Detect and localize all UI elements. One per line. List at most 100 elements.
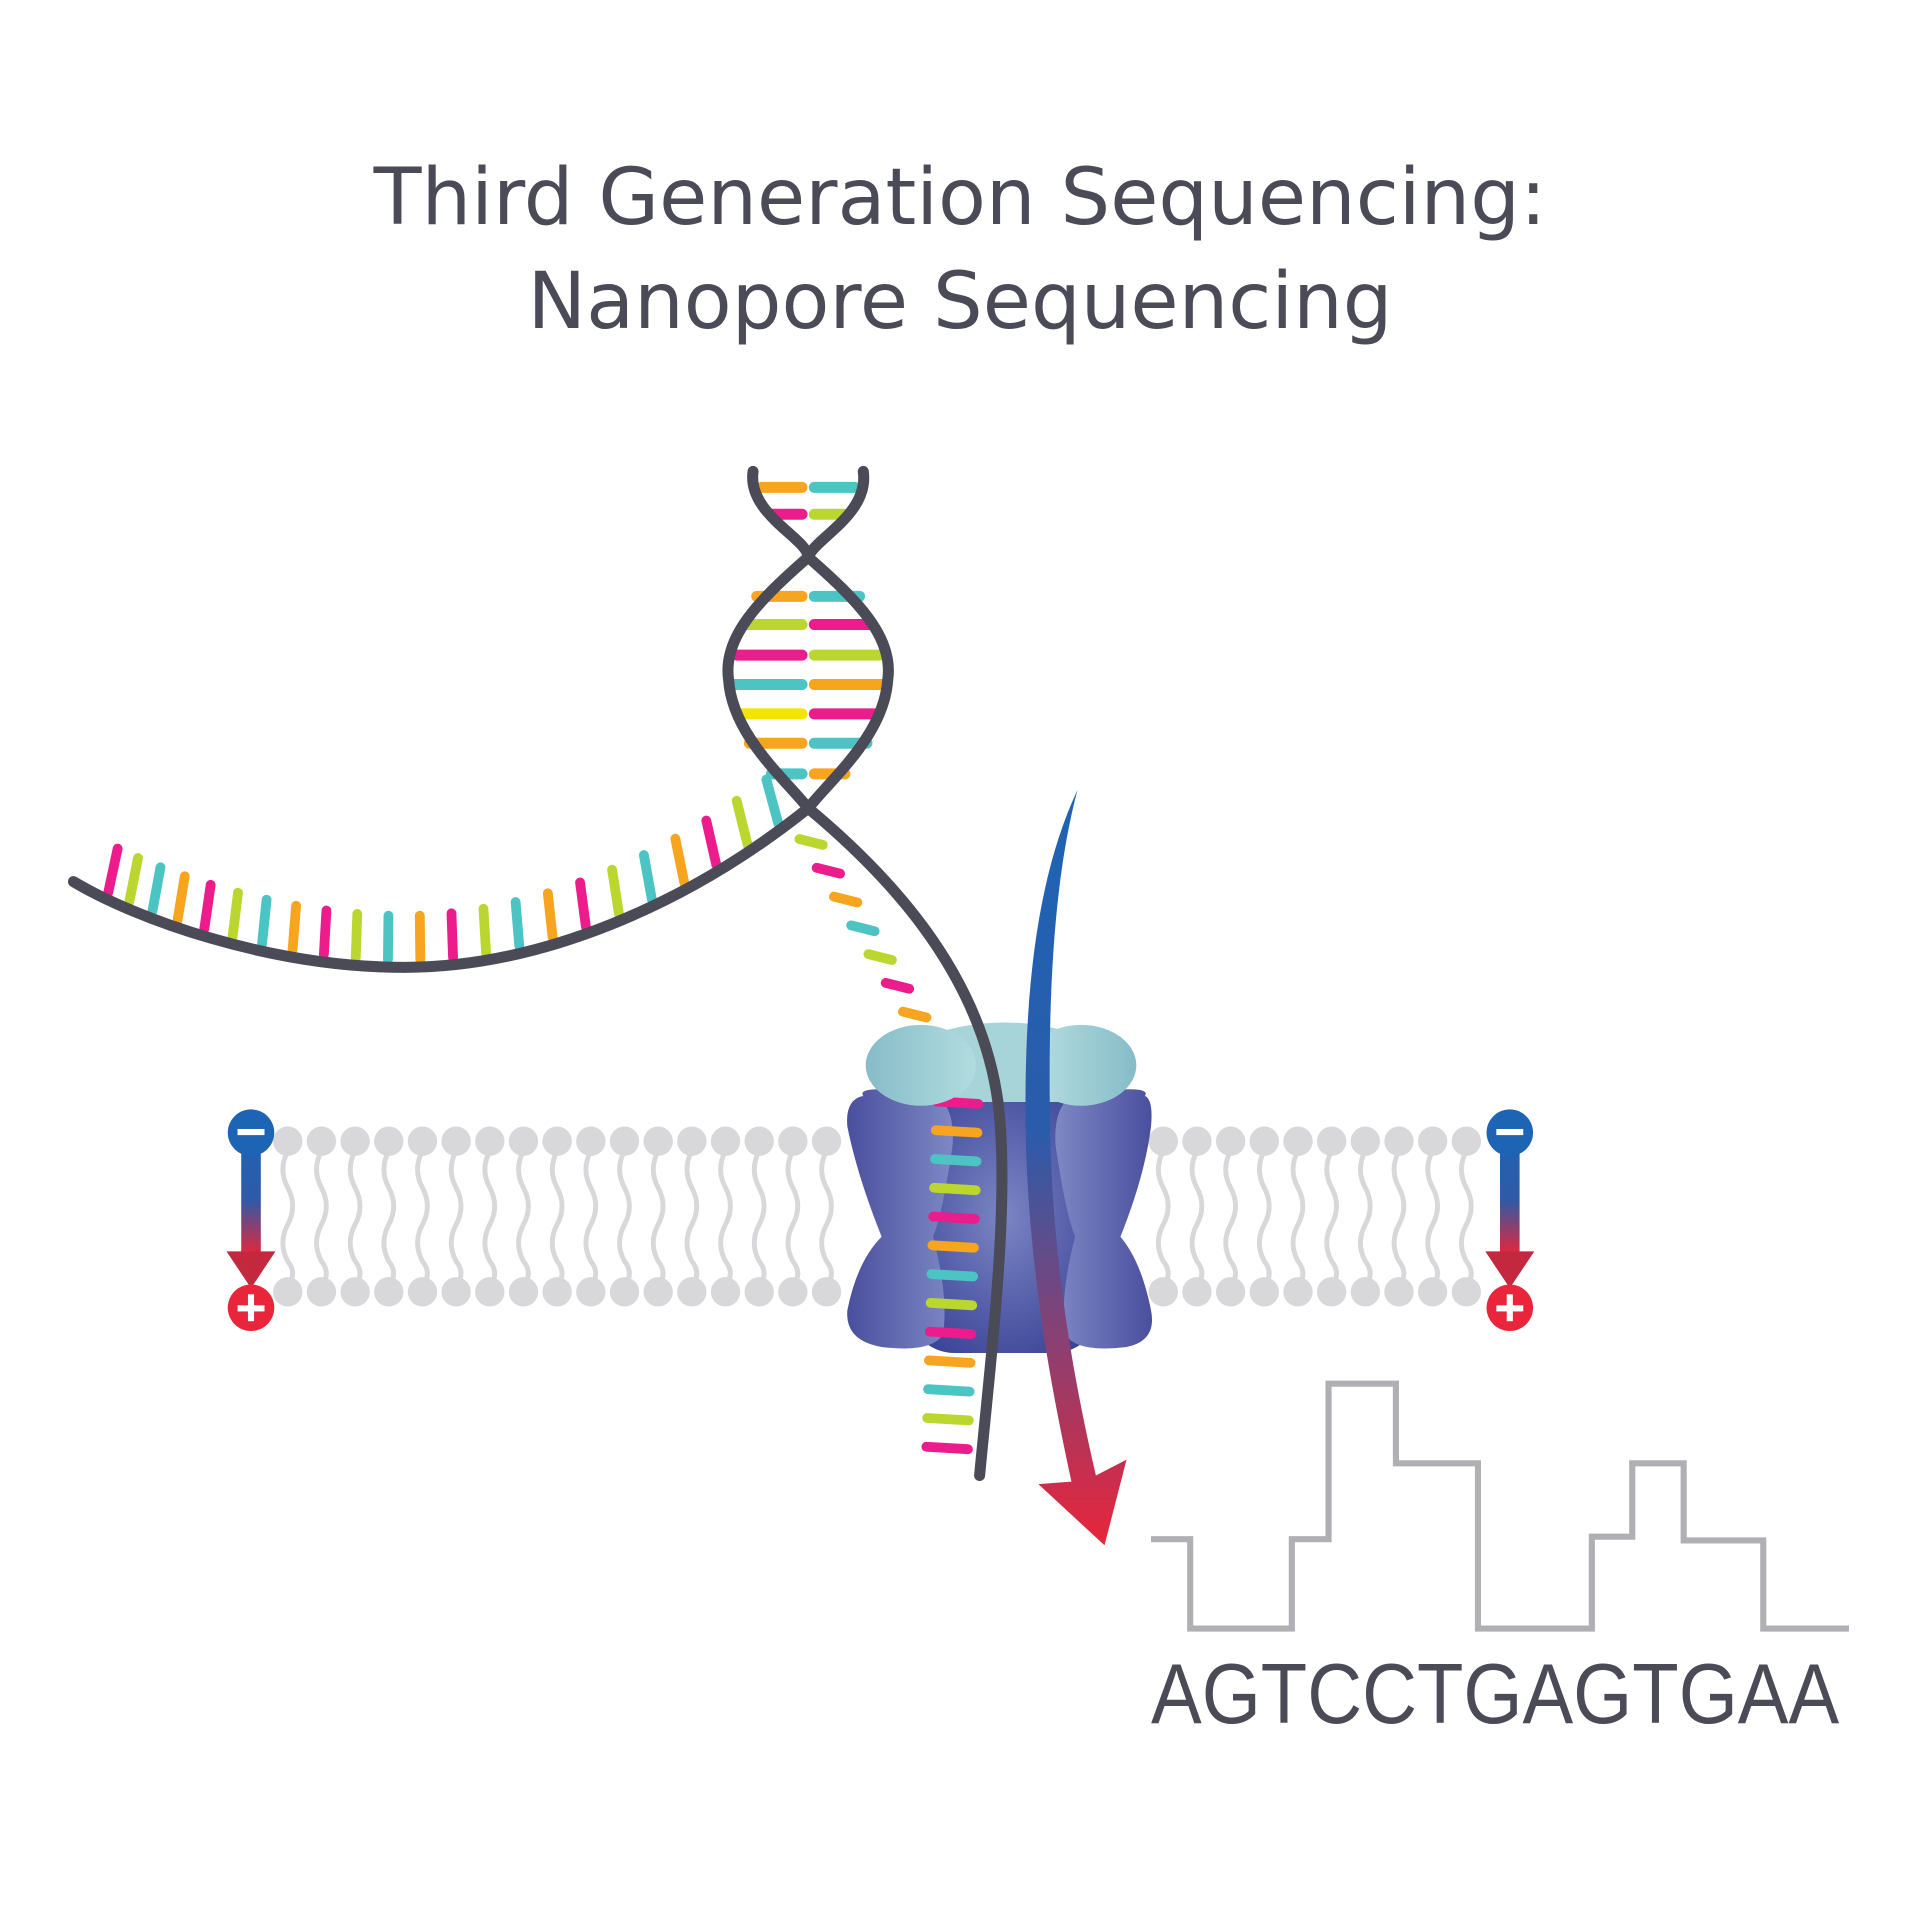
single-strand-base — [172, 871, 190, 926]
single-strand-base — [761, 774, 784, 829]
lipid-tail — [751, 1149, 767, 1288]
single-strand-base — [701, 815, 722, 870]
lipid-head-top — [1384, 1126, 1414, 1156]
lipid-tail — [617, 1149, 632, 1288]
lipid-tail — [1458, 1149, 1474, 1288]
template-base — [880, 978, 915, 994]
pore-lobe-right — [1055, 1089, 1153, 1349]
lipid-head-bottom — [811, 1277, 842, 1307]
lipid-head-bottom — [340, 1277, 370, 1307]
template-base — [846, 920, 880, 937]
lipid-tail — [650, 1149, 666, 1288]
lipid-head-bottom — [542, 1277, 572, 1307]
single-strand-base — [638, 850, 657, 905]
electrode-bar — [241, 1132, 261, 1256]
lipid-head-bottom — [1283, 1277, 1313, 1307]
lipid-head-top — [811, 1126, 842, 1156]
lipid-tail — [684, 1149, 700, 1288]
lipid-head-bottom — [1148, 1277, 1178, 1307]
template-base — [811, 862, 846, 879]
lipid-head-top — [1148, 1126, 1178, 1156]
template-base — [923, 1384, 975, 1397]
single-strand-base — [227, 887, 243, 942]
single-strand-base — [350, 909, 363, 963]
lipid-head-top — [441, 1126, 471, 1156]
lipid-tail — [347, 1149, 363, 1288]
lipid-tail — [819, 1149, 834, 1288]
lipid-tail — [583, 1149, 599, 1288]
lipid-head-bottom — [1215, 1277, 1246, 1307]
lipid-head-bottom — [1316, 1277, 1347, 1307]
lipid-head-bottom — [1350, 1277, 1380, 1307]
sequence-readout: AGTCCTGAGTGAA — [1151, 1646, 1839, 1742]
lipid-head-top — [273, 1126, 303, 1156]
minus-icon — [1496, 1128, 1524, 1136]
pore-cap-left — [865, 1024, 976, 1106]
template-base — [926, 1269, 979, 1282]
arrow-down-icon — [1485, 1251, 1535, 1289]
template-base — [930, 1125, 983, 1138]
lipid-head-bottom — [475, 1277, 505, 1307]
lipid-bilayer — [273, 1126, 1482, 1307]
template-base — [928, 1211, 980, 1224]
lipid-head-bottom — [710, 1277, 741, 1307]
template-base — [925, 1297, 978, 1311]
lipid-head-bottom — [744, 1277, 774, 1307]
pore-cap-right — [1026, 1024, 1137, 1106]
lipid-head-bottom — [374, 1277, 404, 1307]
single-strand-base — [257, 894, 272, 949]
single-strand-base — [103, 843, 123, 898]
lipid-head-top — [710, 1126, 741, 1156]
template-base — [930, 1154, 982, 1167]
lipid-head-top — [744, 1126, 774, 1156]
lipid-tail — [415, 1149, 430, 1288]
lipid-head-top — [475, 1126, 505, 1156]
lipid-tail — [448, 1149, 464, 1288]
electrode-bar — [1500, 1132, 1520, 1256]
lipid-tail — [1256, 1149, 1272, 1288]
current-signal-trace — [1151, 1380, 1849, 1632]
template-base — [924, 1355, 976, 1368]
lipid-head-bottom — [1249, 1277, 1279, 1307]
lipid-head-bottom — [1417, 1277, 1448, 1307]
lipid-tail — [280, 1149, 296, 1288]
lipid-head-top — [677, 1126, 707, 1156]
plus-icon — [1506, 1294, 1513, 1322]
single-strand-base — [414, 910, 426, 965]
lipid-head-top — [1249, 1126, 1279, 1156]
title-line-2: Nanopore Sequencing — [527, 256, 1392, 347]
lipid-head-top — [1215, 1126, 1246, 1156]
template-base — [929, 1182, 981, 1196]
single-strand-base — [575, 877, 591, 932]
lipid-head-top — [1350, 1126, 1380, 1156]
single-strand-base — [670, 833, 690, 888]
lipid-head-bottom — [306, 1277, 337, 1307]
lipid-tail — [516, 1149, 531, 1288]
lipid-head-top — [1283, 1126, 1313, 1156]
title-line-1: Third Generation Sequencing: — [373, 152, 1547, 243]
lipid-tail — [1189, 1149, 1205, 1288]
template-base — [863, 949, 897, 965]
single-strand-base — [731, 795, 753, 850]
lipid-head-bottom — [778, 1277, 808, 1307]
lipid-head-top — [609, 1126, 640, 1156]
lipid-tail — [785, 1149, 801, 1288]
template-base — [921, 1441, 973, 1455]
lipid-head-bottom — [1451, 1277, 1482, 1307]
lipid-head-top — [508, 1126, 539, 1156]
lipid-tail — [1155, 1149, 1171, 1288]
lipid-head-top — [1182, 1126, 1212, 1156]
lipid-tail — [1425, 1149, 1440, 1288]
template-base — [794, 834, 828, 850]
lipid-head-bottom — [643, 1277, 673, 1307]
minus-icon — [237, 1128, 265, 1136]
single-strand-base — [478, 903, 491, 958]
lipid-head-top — [1316, 1126, 1347, 1156]
lipid-tail — [1324, 1149, 1339, 1288]
lipid-head-top — [374, 1126, 404, 1156]
template-base — [922, 1413, 974, 1426]
single-strand-base — [510, 897, 525, 952]
lipid-head-bottom — [677, 1277, 707, 1307]
lipid-tail — [1357, 1149, 1373, 1288]
